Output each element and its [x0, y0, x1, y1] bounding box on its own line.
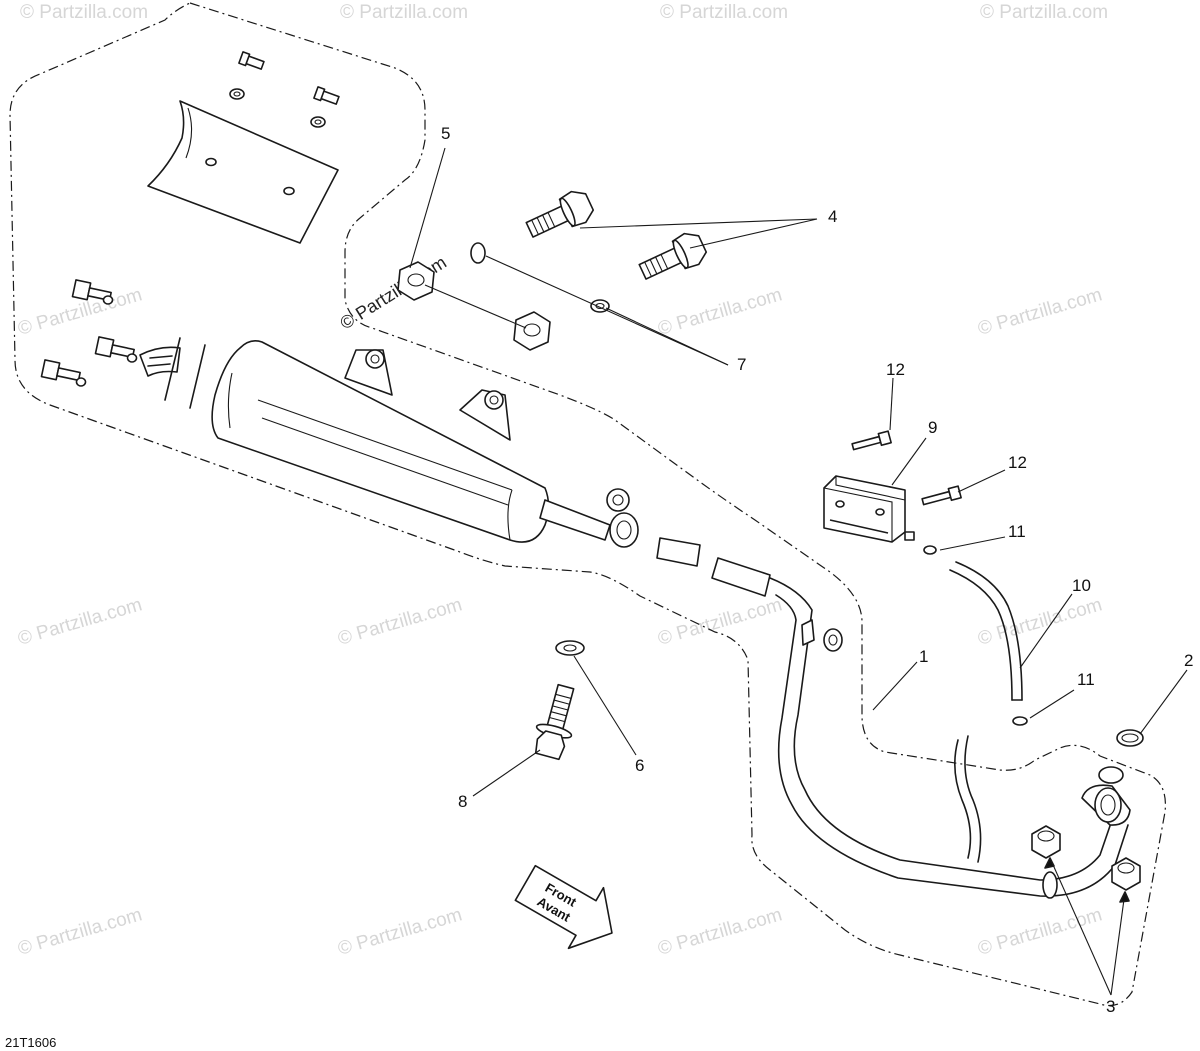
watermark: © Partzilla.com — [660, 2, 788, 23]
front-direction-arrow: Front Avant — [514, 864, 613, 950]
valve-module — [823, 475, 915, 543]
watermark: © Partzilla.com — [976, 904, 1105, 959]
clamp — [606, 488, 771, 597]
heat-shield — [147, 51, 340, 244]
callout-4: 4 — [828, 207, 837, 226]
hose-clamps — [923, 545, 1028, 726]
callout-3: 3 — [1106, 997, 1115, 1016]
callout-11-upper: 11 — [1008, 522, 1026, 541]
watermark: © Partzilla.com — [337, 252, 450, 333]
muffler — [211, 340, 611, 543]
washers-7 — [470, 242, 610, 313]
callout-10: 10 — [1072, 576, 1091, 595]
diagram-code: 21T1606 — [5, 1035, 56, 1050]
exhaust-nuts — [1031, 825, 1141, 891]
assembly-outline — [9, 2, 1167, 1007]
exhaust-flange — [1081, 766, 1131, 826]
callout-11-lower: 11 — [1077, 670, 1095, 689]
gasket — [1116, 729, 1144, 747]
watermark: © Partzilla.com — [16, 594, 145, 649]
left-screws — [40, 279, 206, 409]
watermark: © Partzilla.com — [656, 904, 785, 959]
watermark: © Partzilla.com — [16, 904, 145, 959]
callout-6: 6 — [635, 756, 644, 775]
callout-1: 1 — [919, 647, 928, 666]
hose — [949, 561, 1023, 701]
header-pipe — [769, 577, 1129, 899]
watermark: © Partzilla.com — [976, 594, 1105, 649]
callout-2: 2 — [1184, 651, 1193, 670]
watermark: © Partzilla.com — [656, 284, 785, 339]
callout-8: 8 — [458, 792, 467, 811]
watermark: © Partzilla.com — [336, 904, 465, 959]
callout-numbers: 1 2 3 4 5 6 7 8 9 10 11 11 12 12 — [441, 124, 1193, 1016]
leader-lines — [409, 147, 1188, 996]
watermark: © Partzilla.com — [656, 594, 785, 649]
watermark: © Partzilla.com — [340, 2, 468, 23]
watermark: © Partzilla.com — [336, 594, 465, 649]
watermark: © Partzilla.com — [980, 2, 1108, 23]
callout-9: 9 — [928, 418, 937, 437]
callout-5: 5 — [441, 124, 450, 143]
callout-12-upper: 12 — [886, 360, 905, 379]
screws-12 — [851, 430, 962, 506]
callout-7: 7 — [737, 355, 746, 374]
nuts-5 — [397, 261, 551, 351]
watermark: © Partzilla.com — [976, 284, 1105, 339]
watermark: © Partzilla.com — [20, 2, 148, 23]
callout-12-lower: 12 — [1008, 453, 1027, 472]
bolts-4 — [525, 190, 708, 280]
washer-6 — [555, 640, 585, 656]
bolt-8 — [534, 683, 575, 761]
